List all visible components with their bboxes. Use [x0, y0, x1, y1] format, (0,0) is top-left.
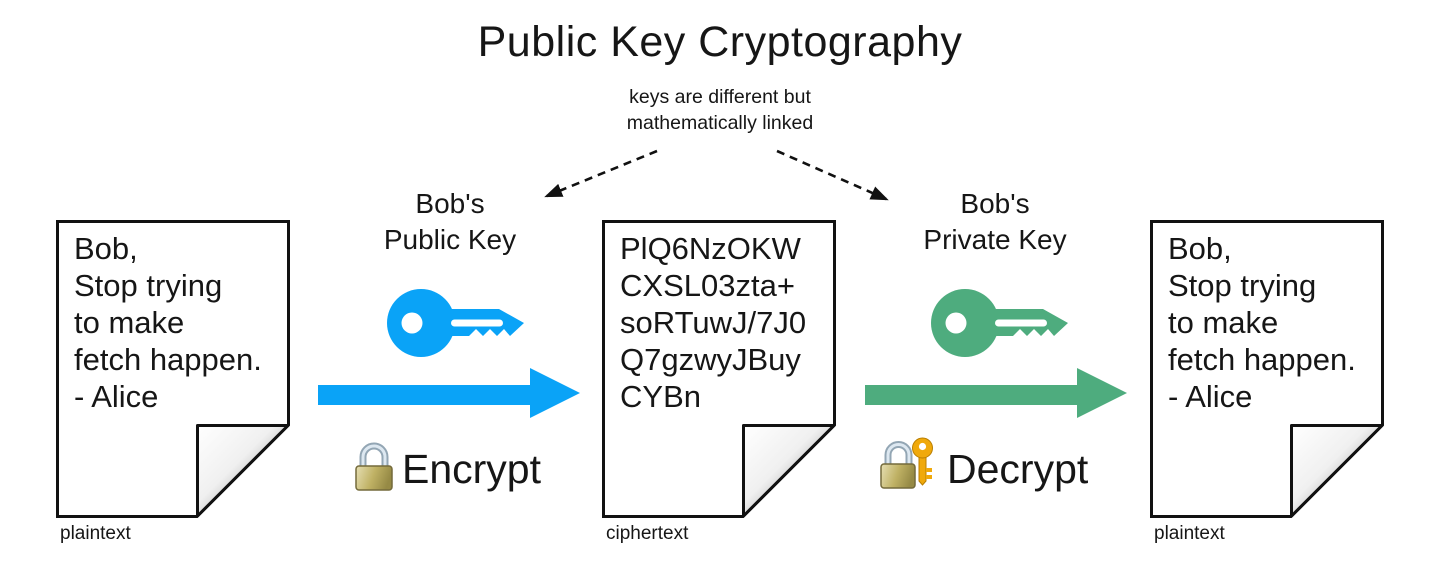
locked-padlock-icon: [355, 442, 393, 491]
dashed-arrow-to-private-key: [776, 149, 889, 201]
document-ciphertext: PlQ6NzOKW CXSL03zta+ soRTuwJ/7J0 Q7gzwyJ…: [602, 220, 836, 518]
gold-key: [912, 437, 933, 486]
label-bobs-public-key: Bob's Public Key: [383, 188, 517, 255]
document-plaintext-right: Bob, Stop trying to make fetch happen. -…: [1150, 220, 1384, 518]
private-key-icon: [931, 289, 1068, 357]
plaintext-message: Bob, Stop trying to make fetch happen. -…: [1168, 231, 1356, 414]
public-key-icon: [387, 289, 524, 357]
paper-sheet-icon: [602, 220, 836, 518]
dashed-arrow-to-public-key: [544, 149, 658, 198]
folded-corner: [196, 424, 290, 518]
paper-sheet-icon: [1150, 220, 1384, 518]
decrypt-arrow: [865, 368, 1127, 418]
paper-sheet-icon: [56, 220, 290, 518]
page-title: Public Key Cryptography: [477, 18, 963, 66]
label-plaintext-right: plaintext: [1154, 523, 1225, 544]
ciphertext-message: PlQ6NzOKW CXSL03zta+ soRTuwJ/7J0 Q7gzwyJ…: [620, 231, 807, 414]
folded-corner: [1290, 424, 1384, 518]
subtitle-keys-linked: keys are different but mathematically li…: [626, 86, 814, 134]
folded-corner: [742, 424, 836, 518]
label-ciphertext: ciphertext: [606, 523, 689, 544]
encrypt-label: Encrypt: [402, 446, 541, 492]
encrypt-arrow: [318, 368, 580, 418]
label-bobs-private-key: Bob's Private Key: [923, 188, 1067, 255]
label-plaintext-left: plaintext: [60, 523, 131, 544]
plaintext-message: Bob, Stop trying to make fetch happen. -…: [74, 231, 262, 414]
document-plaintext-left: Bob, Stop trying to make fetch happen. -…: [56, 220, 290, 518]
decrypt-label: Decrypt: [947, 446, 1089, 492]
padlock-with-key-icon: [880, 437, 933, 489]
